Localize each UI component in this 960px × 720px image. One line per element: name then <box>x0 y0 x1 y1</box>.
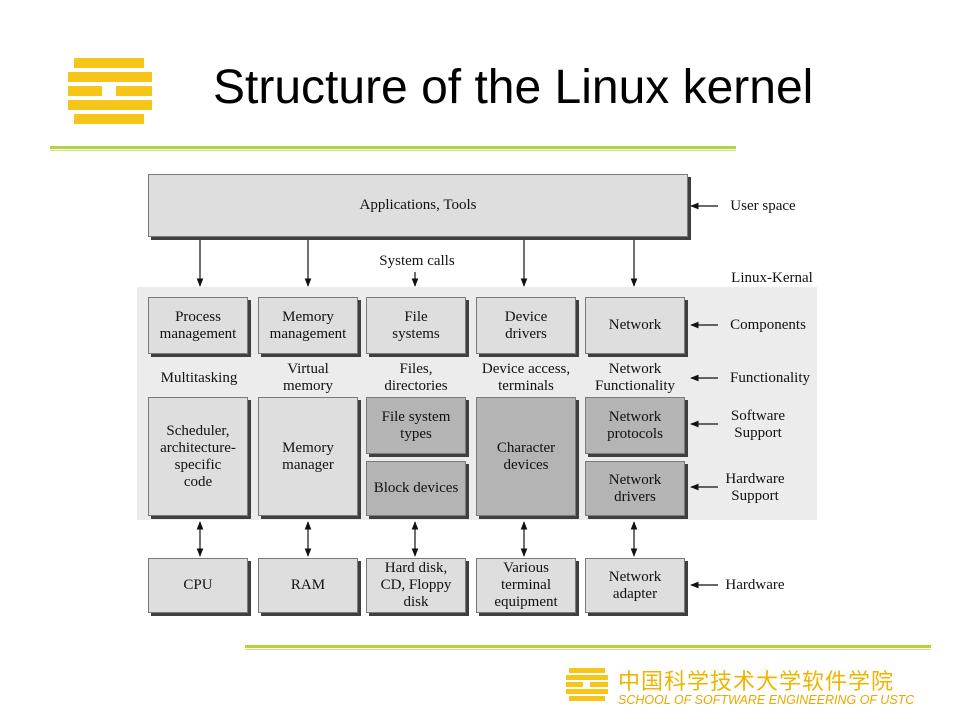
functionality-network: Network Functionality <box>595 361 675 394</box>
character-devices-box: Character devices <box>476 397 576 516</box>
kernel-label: Linux-Kernal <box>731 270 813 286</box>
footer-school-cn: 中国科学技术大学软件学院 <box>618 670 895 695</box>
component-memory-management: Memory management <box>258 297 358 354</box>
footer-rule <box>245 645 931 650</box>
hardware-ram: RAM <box>258 558 358 613</box>
applications-box: Applications, Tools <box>148 174 688 237</box>
slide-title: Structure of the Linux kernel <box>213 61 814 114</box>
hardware-cpu: CPU <box>148 558 248 613</box>
block-devices-box: Block devices <box>366 461 466 516</box>
title-rule <box>50 146 736 151</box>
label-user-space: User space <box>730 198 796 214</box>
network-drivers-box: Network drivers <box>585 461 685 516</box>
component-process-management: Process management <box>148 297 248 354</box>
footer-logo <box>566 668 608 702</box>
fs-types-box: File system types <box>366 397 466 454</box>
label-hardware: Hardware <box>725 577 785 593</box>
label-components: Components <box>730 317 806 333</box>
component-file-systems: File systems <box>366 297 466 354</box>
network-protocols-box: Network protocols <box>585 397 685 454</box>
label-functionality: Functionality <box>730 370 810 386</box>
label-hardware-support: Hardware Support <box>725 471 785 504</box>
system-calls-label: System calls <box>379 253 455 269</box>
hardware-terminal: Various terminal equipment <box>476 558 576 613</box>
label-software-support: Software Support <box>730 408 786 441</box>
memory-manager-box: Memory manager <box>258 397 358 516</box>
functionality-virtual-memory: Virtual memory <box>283 361 333 394</box>
component-network: Network <box>585 297 685 354</box>
functionality-multitasking: Multitasking <box>160 370 238 386</box>
hardware-disk: Hard disk, CD, Floppy disk <box>366 558 466 613</box>
hardware-network-adapter: Network adapter <box>585 558 685 613</box>
functionality-files-directories: Files, directories <box>384 361 448 394</box>
school-logo <box>68 58 152 124</box>
functionality-device-access: Device access, terminals <box>481 361 571 394</box>
scheduler-box: Scheduler, architecture- specific code <box>148 397 248 516</box>
footer-school-en: SCHOOL OF SOFTWARE ENGINEERING OF USTC <box>618 693 915 707</box>
component-device-drivers: Device drivers <box>476 297 576 354</box>
